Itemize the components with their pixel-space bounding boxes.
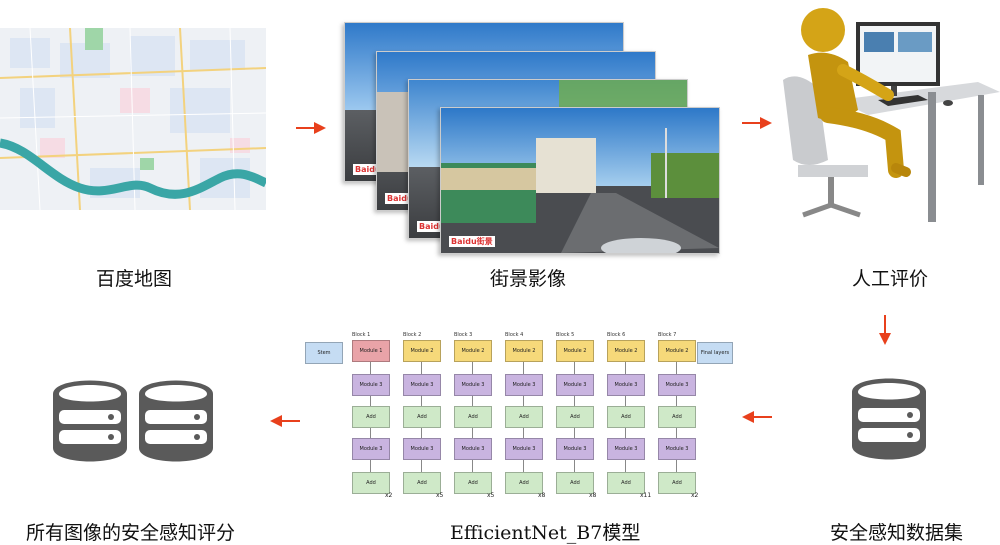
add-box: Add <box>505 406 543 428</box>
stem-box: Stem <box>305 342 343 364</box>
street-view-stack: Baidu街景 Baidu街景 Baidu街景 Baidu街景 <box>344 22 724 254</box>
repeat-multiplier: x8 <box>589 492 597 499</box>
block-label: Block 2 <box>403 332 422 338</box>
add-box: Add <box>505 472 543 494</box>
arrow-icon <box>742 411 772 423</box>
human-eval-caption: 人工评价 <box>852 268 929 290</box>
module-3-box: Module 3 <box>607 374 645 396</box>
safety-dataset-caption: 安全感知数据集 <box>830 522 964 544</box>
module-3-box: Module 3 <box>454 438 492 460</box>
all-scores-caption: 所有图像的安全感知评分 <box>26 522 236 544</box>
module-top-box: Module 2 <box>556 340 594 362</box>
arrow-icon <box>742 117 772 129</box>
street-photo-logo: Baidu街景 <box>449 236 495 247</box>
add-box: Add <box>607 472 645 494</box>
repeat-multiplier: x5 <box>487 492 495 499</box>
module-3-box: Module 3 <box>352 438 390 460</box>
database-icon <box>53 380 127 462</box>
module-3-box: Module 3 <box>403 374 441 396</box>
repeat-multiplier: x2 <box>385 492 393 499</box>
module-top-box: Module 2 <box>607 340 645 362</box>
arrow-icon <box>270 415 300 427</box>
module-3-box: Module 3 <box>505 374 543 396</box>
repeat-multiplier: x11 <box>640 492 652 499</box>
add-box: Add <box>556 472 594 494</box>
add-box: Add <box>352 472 390 494</box>
module-3-box: Module 3 <box>556 374 594 396</box>
module-top-box: Module 2 <box>658 340 696 362</box>
street-photo-front: Baidu街景 <box>440 107 720 254</box>
block-label: Block 1 <box>352 332 371 338</box>
repeat-multiplier: x5 <box>436 492 444 499</box>
block-label: Block 5 <box>556 332 575 338</box>
module-top-box: Module 2 <box>454 340 492 362</box>
module-3-box: Module 3 <box>607 438 645 460</box>
module-3-box: Module 3 <box>658 374 696 396</box>
database-icon <box>852 378 926 460</box>
street-view-caption: 街景影像 <box>490 268 567 290</box>
module-3-box: Module 3 <box>352 374 390 396</box>
module-3-box: Module 3 <box>556 438 594 460</box>
efficientnet-diagram: Stem Final layers Block 1 Module 1 Module … <box>303 330 735 502</box>
add-box: Add <box>403 472 441 494</box>
final-layers-box: Final layers <box>697 342 733 364</box>
add-box: Add <box>658 406 696 428</box>
module-3-box: Module 3 <box>505 438 543 460</box>
add-box: Add <box>556 406 594 428</box>
baidu-map-caption: 百度地图 <box>96 268 173 290</box>
block-label: Block 4 <box>505 332 524 338</box>
add-box: Add <box>658 472 696 494</box>
street-photo-logo: Baidu街景 <box>417 221 463 232</box>
arrow-icon <box>296 122 326 134</box>
block-label: Block 6 <box>607 332 626 338</box>
database-icon <box>139 380 213 462</box>
repeat-multiplier: x8 <box>538 492 546 499</box>
module-3-box: Module 3 <box>454 374 492 396</box>
add-box: Add <box>607 406 645 428</box>
module-top-box: Module 2 <box>505 340 543 362</box>
module-top-box: Module 2 <box>403 340 441 362</box>
add-box: Add <box>403 406 441 428</box>
block-label: Block 7 <box>658 332 677 338</box>
person-at-computer-icon <box>778 0 1000 228</box>
model-caption: EfficientNet_B7模型 <box>450 522 641 544</box>
module-3-box: Module 3 <box>403 438 441 460</box>
baidu-map-image <box>0 28 266 210</box>
module-top-box: Module 1 <box>352 340 390 362</box>
arrow-icon <box>879 315 891 345</box>
street-photo-logo: Baidu街景 <box>385 193 431 204</box>
add-box: Add <box>454 472 492 494</box>
module-3-box: Module 3 <box>658 438 696 460</box>
add-box: Add <box>454 406 492 428</box>
block-label: Block 3 <box>454 332 473 338</box>
add-box: Add <box>352 406 390 428</box>
street-photo-logo: Baidu街景 <box>353 164 399 175</box>
repeat-multiplier: x2 <box>691 492 699 499</box>
